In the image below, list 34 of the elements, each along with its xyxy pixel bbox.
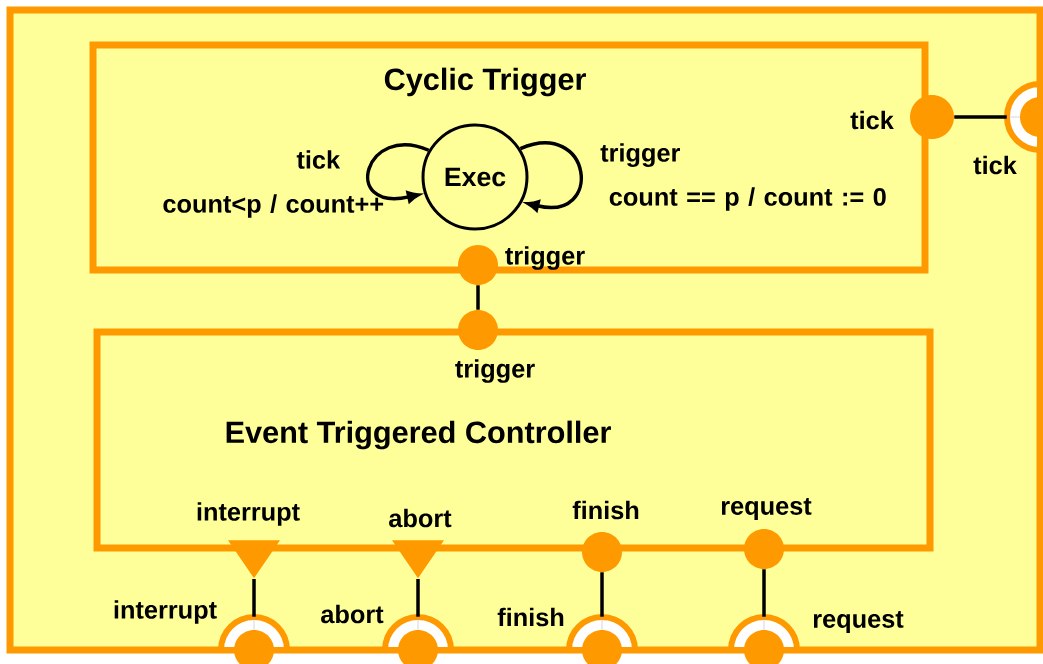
port-label: finish (572, 500, 639, 520)
port-label: abort (389, 508, 452, 528)
port-label: tick (850, 110, 894, 130)
port-triangle (392, 540, 444, 579)
port-circle (744, 529, 784, 569)
port-circle (458, 310, 498, 350)
port-label: abort (321, 604, 384, 624)
connector-line (416, 579, 420, 617)
port-circle (458, 245, 498, 285)
port-triangle (228, 540, 280, 579)
loop-arrow (519, 141, 583, 212)
port-label: request (813, 611, 904, 633)
port-label: interrupt (114, 600, 217, 624)
port-label: interrupt (197, 502, 300, 526)
port-label: request (721, 498, 812, 520)
transition-label: trigger count == p / count := 0 (600, 143, 886, 211)
port-socket (218, 614, 290, 664)
connector-line (954, 115, 1007, 119)
loop-arrow (366, 143, 430, 203)
connector-line (600, 572, 604, 617)
port-socket (382, 614, 454, 664)
port-circle (582, 532, 622, 572)
connector-line (476, 285, 480, 310)
port-socket (728, 614, 800, 664)
port-circle (910, 95, 954, 139)
transition-label: tick count<p / count++ (163, 150, 384, 218)
connector-line (252, 579, 256, 617)
port-label: trigger (455, 359, 535, 383)
port-socket (566, 614, 638, 664)
port-socket (1004, 81, 1043, 153)
port-label: trigger (505, 246, 585, 270)
port-label: tick (973, 155, 1017, 175)
port-label: finish (497, 607, 564, 627)
connector-line (762, 569, 766, 617)
